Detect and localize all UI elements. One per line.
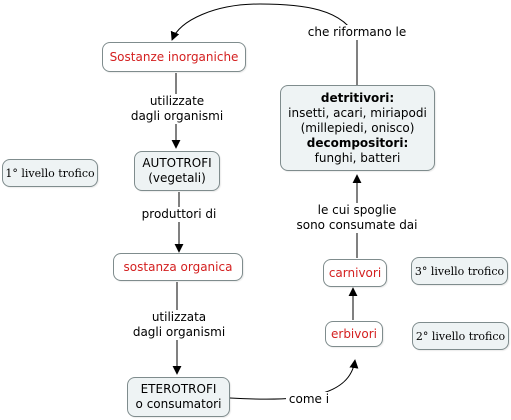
node-trophic-level-2: 2° livello trofico [412,322,509,350]
node-heterotrophs-line2: o consumatori [135,397,222,411]
node-heterotrophs-line1: ETEROTROFI [140,382,217,396]
node-autotrophs-line1: AUTOTROFI [142,156,212,170]
node-heterotrophs: ETEROTROFI o consumatori [127,377,230,417]
node-carnivores-label: carnivori [328,265,382,280]
node-organic-substance: sostanza organica [113,253,243,281]
node-trophic-level-1: 1° livello trofico [2,159,98,187]
detritivores-title: detritivori: [320,90,395,105]
node-herbivores: erbivori [325,321,383,347]
link-label-such-as-text: come i [288,392,330,406]
node-detritivores-decomposers: detritivori: insetti, acari, miriapodi (… [280,85,435,171]
detritivores-line2: (millepiedi, onisco) [300,120,415,135]
link-label-producers-of: produttori di [137,207,221,222]
node-autotrophs-line2: (vegetali) [148,171,206,185]
detritivores-line1: insetti, acari, miriapodi [288,105,427,120]
node-herbivores-label: erbivori [331,326,377,341]
link-label-used-by-line1: utilizzate [149,94,205,108]
decomposers-line: funghi, batteri [314,150,401,165]
link-label-used-by-organic-line1: utilizzata [151,310,207,324]
node-inorganic-label: Sostanze inorganiche [109,49,239,64]
trophic-level-3-label: 3° livello trofico [414,264,505,278]
link-label-remains-line1: le cui spoglie [317,203,397,217]
node-trophic-level-3: 3° livello trofico [411,257,508,285]
trophic-level-2-label: 2° livello trofico [415,329,506,343]
trophic-level-1-label: 1° livello trofico [5,166,95,180]
link-label-used-by: utilizzate dagli organismi [125,94,229,124]
link-label-remains: le cui spoglie sono consumate dai [295,203,419,233]
node-inorganic-substances: Sostanze inorganiche [102,42,246,72]
link-detritus-to-inorganic [170,3,358,86]
link-label-such-as: come i [286,392,332,407]
link-label-used-by-organic-line2: dagli organismi [132,325,226,339]
node-organic-label: sostanza organica [123,259,233,274]
link-label-used-by-organic: utilizzata dagli organismi [129,310,229,340]
link-label-reform-text: che riformano le [307,25,407,39]
node-carnivores: carnivori [323,259,387,287]
link-label-producers-of-text: produttori di [141,207,217,221]
link-label-reform: che riformano le [303,25,411,40]
node-autotrophs: AUTOTROFI (vegetali) [134,151,220,191]
link-label-used-by-line2: dagli organismi [130,109,224,123]
link-label-remains-line2: sono consumate dai [296,218,418,232]
decomposers-title: decompositori: [306,135,409,150]
